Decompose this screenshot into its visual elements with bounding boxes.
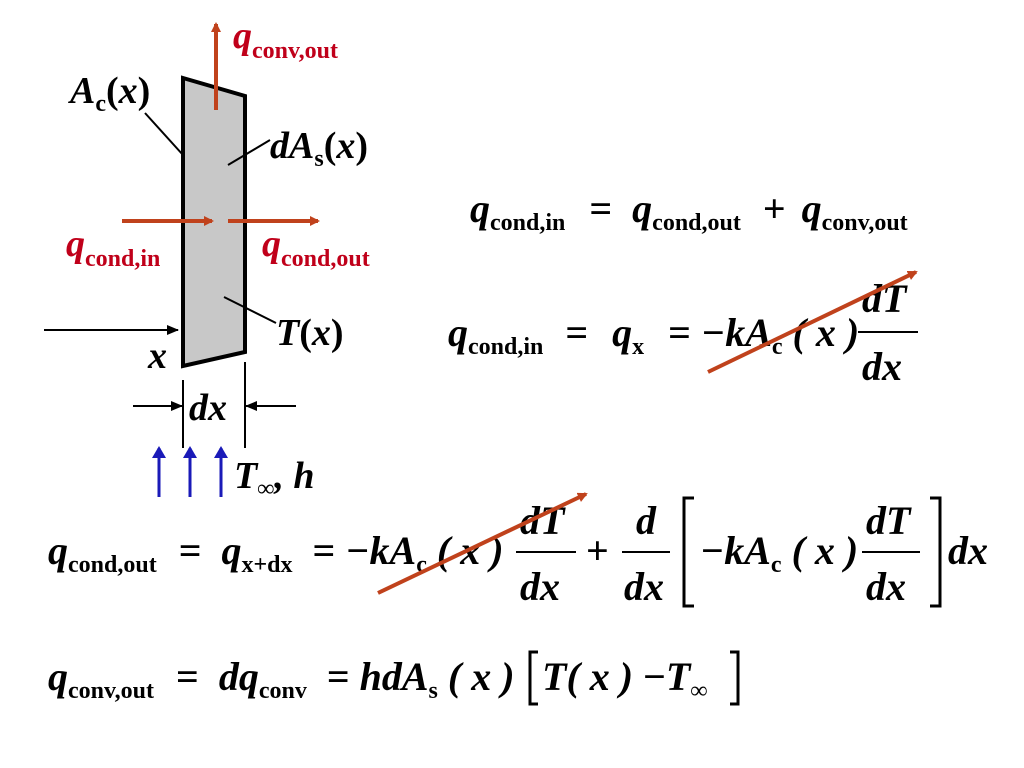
svg-text:T( x ) −T∞: T( x ) −T∞ [542,654,707,704]
svg-text:d: d [636,498,657,543]
svg-text:dx: dx [862,344,902,389]
svg-text:dT: dT [862,276,908,321]
fin-slab [181,75,247,369]
surface-area-label: dAs(x) [270,125,368,172]
svg-text:−kAc ( x ): −kAc ( x ) [700,528,858,581]
svg-text:qconv,out = dqconv: qconv,out = dqconv = hdAs ( x ) [48,654,515,707]
temperature-label: T(x) [276,312,344,354]
equation-cond-out: qcond,out = qx+dx = −kAc ( x ) dT dx + d… [48,492,988,609]
equation-cond-in: qcond,in = qx = −kAc ( x ) dT dx [448,270,918,389]
surface-leader-line [227,139,271,166]
equation-conv-out: qconv,out = dqconv = hdAs ( x ) T( x ) −… [48,650,740,707]
area-leader-line [144,112,184,156]
q-cond-in-label: qcond,in [66,223,160,272]
svg-text:dx: dx [624,564,664,609]
svg-text:dx: dx [520,564,560,609]
equation-energy-balance: qcond,in = qcond,out + qconv,out [470,186,908,239]
area-cross-section-label: Ac(x) [68,70,150,117]
q-conv-out-label: qconv,out [233,15,338,64]
svg-text:dT: dT [866,498,912,543]
dx-label: dx [189,387,227,429]
svg-text:+: + [586,528,609,573]
ambient-label: T∞, h [234,455,314,502]
strike-arrow-1 [707,270,918,374]
svg-text:qcond,in = qx: qcond,in = qx = −kAc ( x ) [448,310,859,363]
q-cond-out-label: qcond,out [262,223,370,272]
temperature-leader-line [223,296,277,324]
svg-text:qcond,out = qx+dx: qcond,out = qx+dx = −kAc ( x ) [48,528,504,581]
svg-text:qcond,in = qcond,o: qcond,in = qcond,out + qconv,out [470,186,908,239]
x-axis-label: x [147,335,167,377]
strike-arrow-2 [377,492,588,595]
svg-text:dx: dx [866,564,906,609]
svg-text:dx: dx [948,528,988,573]
